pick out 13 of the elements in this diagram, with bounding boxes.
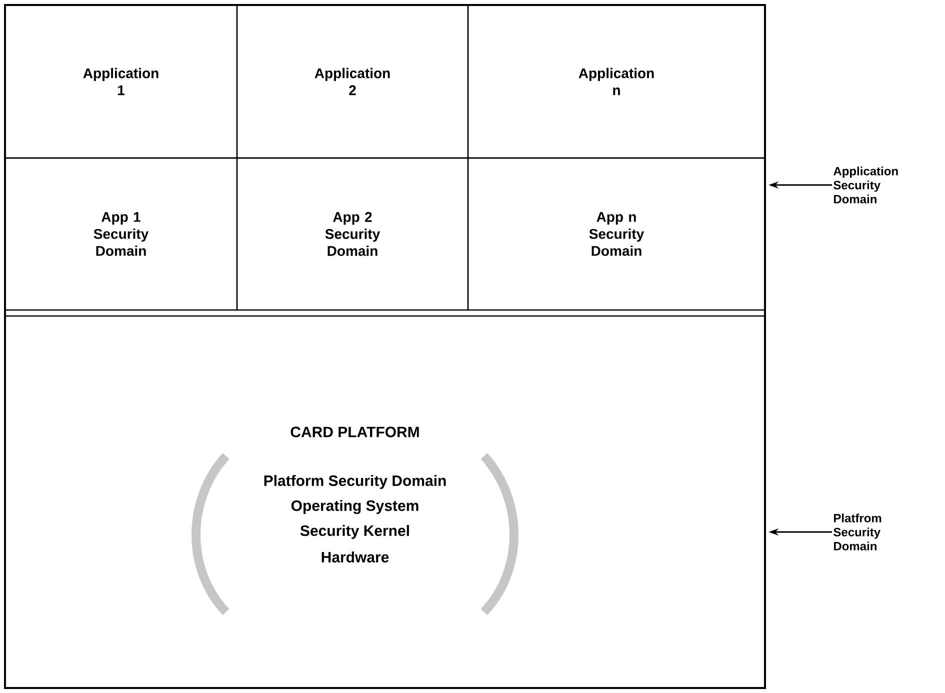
application-cell: Application n	[467, 4, 766, 159]
security-domain-cell: App 2 Security Domain	[236, 157, 469, 311]
platform-layer-text: Hardware	[322, 552, 389, 562]
application-cell: Application 2	[236, 4, 469, 159]
platform-layer-text: Operating System	[291, 500, 418, 514]
security-domain-cell: App 1 Security Domain	[4, 157, 238, 311]
side-label: Application Security Domain	[834, 166, 898, 204]
platform-layer-text: Platform Security Domain	[264, 475, 446, 489]
platform-heading: CARD PLATFORM	[290, 426, 419, 438]
platform-layer-text: Security Kernel	[300, 525, 409, 539]
node-label: Application 1	[83, 68, 158, 96]
side-label: Platfrom Security Domain	[834, 514, 882, 550]
security-domain-cell: App n Security Domain	[467, 157, 766, 311]
